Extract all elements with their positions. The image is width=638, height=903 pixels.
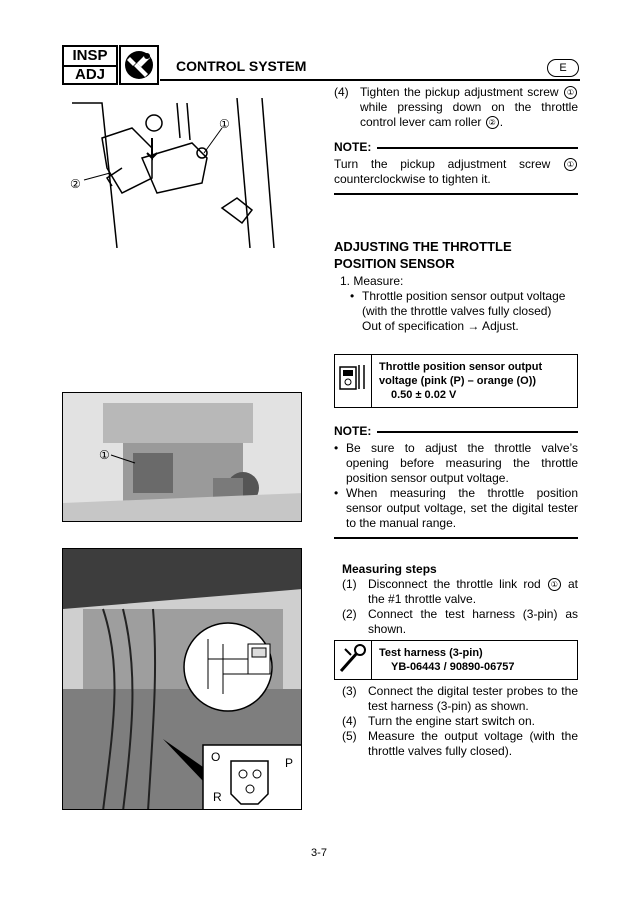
tps-out-of-spec: Out of specification → Adjust.	[362, 319, 519, 333]
measuring-step-1-text-a: Disconnect the throttle link rod	[368, 577, 541, 591]
measuring-step-3-number: (3)	[342, 684, 357, 698]
step-4-text-a: Tighten the pickup adjustment screw	[360, 85, 559, 99]
section-title: CONTROL SYSTEM	[176, 58, 307, 74]
section-code-top: INSP	[72, 47, 108, 64]
measuring-step-4: (4) Turn the engine start switch on.	[342, 714, 578, 729]
throttle-body-photo: ①	[63, 393, 301, 521]
note-2-end-rule	[334, 537, 578, 539]
step-4-block: (4) Tighten the pickup adjustment screw …	[334, 85, 578, 130]
tps-bullet-text: Throttle position sensor output voltage	[362, 289, 566, 303]
measuring-step-3: (3) Connect the digital tester probes to…	[342, 684, 578, 714]
spec-value: 0.50 ± 0.02 V	[391, 389, 457, 401]
note-2-bullet-2-text: When measuring the throttle position sen…	[346, 486, 578, 530]
section-code-divider	[64, 65, 116, 67]
tps-bullet-mark: •	[350, 289, 355, 303]
note-2-label: NOTE:	[334, 424, 372, 438]
figure1-callout-1: ①	[219, 117, 230, 131]
multimeter-icon	[335, 355, 372, 407]
spec-line-2: voltage (pink (P) – orange (O))	[379, 375, 537, 387]
measuring-step-4-number: (4)	[342, 714, 357, 728]
measuring-step-1-callout: ①	[547, 578, 561, 591]
measuring-step-1-number: (1)	[342, 577, 357, 591]
step-4: (4) Tighten the pickup adjustment screw …	[334, 85, 578, 130]
note-2-bullet-2: •When measuring the throttle position se…	[334, 486, 578, 530]
figure3-label-o: O	[211, 750, 220, 764]
test-harness-photo: O P R	[63, 549, 301, 809]
figure3-label-r: R	[213, 790, 222, 804]
note-1-body: Turn the pickup adjustment screw ① count…	[334, 157, 578, 187]
measuring-step-2-text: Connect the test harness (3-pin) as show…	[368, 607, 578, 636]
measuring-step-5: (5) Measure the output voltage (with the…	[342, 729, 578, 759]
figure-throttle-body-photo: ①	[62, 392, 302, 522]
note-1-callout-1: ①	[564, 158, 577, 171]
note-1-text-a: Turn the pickup adjustment screw	[334, 157, 551, 171]
measuring-step-4-text: Turn the engine start switch on.	[368, 714, 535, 728]
note-1-heading: NOTE:	[334, 140, 578, 155]
measuring-steps-cont: (3) Connect the digital tester probes to…	[334, 684, 578, 759]
note-2: NOTE: •Be sure to adjust the throttle va…	[334, 424, 578, 539]
tps-title-line-2: POSITION SENSOR	[334, 256, 455, 271]
tool-icon	[335, 641, 372, 679]
tool-part-number: YB-06443 / 90890-06757	[391, 661, 515, 673]
spec-line-1: Throttle position sensor output	[379, 361, 543, 373]
figure2-callout-1: ①	[99, 448, 110, 462]
note-2-heading: NOTE:	[334, 424, 578, 439]
measuring-steps: Measuring steps (1) Disconnect the throt…	[334, 562, 578, 637]
figure1-callout-2: ②	[70, 177, 81, 191]
note-2-bullet-1: •Be sure to adjust the throttle valve’s …	[334, 441, 578, 485]
page-number: 3-7	[311, 847, 327, 859]
note-1: NOTE: Turn the pickup adjustment screw ①…	[334, 140, 578, 195]
note-1-text-b: counterclockwise to tighten it.	[334, 172, 491, 186]
tps-condition: (with the throttle valves fully closed)	[362, 304, 552, 318]
section-code-box: INSP ADJ	[62, 45, 118, 85]
measuring-step-5-number: (5)	[342, 729, 357, 743]
tps-measure: 1. Measure:	[340, 274, 404, 288]
note-2-bullet-1-text: Be sure to adjust the throttle valve’s o…	[346, 441, 578, 485]
step-4-number: (4)	[334, 85, 349, 99]
section-code-bottom: ADJ	[74, 66, 105, 83]
spec-box: Throttle position sensor output voltage …	[334, 354, 578, 408]
measuring-step-2-number: (2)	[342, 607, 357, 621]
step-4-callout-1: ①	[564, 86, 577, 99]
measuring-step-2: (2) Connect the test harness (3-pin) as …	[342, 607, 578, 637]
tool-name: Test harness (3-pin)	[379, 647, 483, 659]
header-rule	[160, 79, 580, 81]
note-1-end-rule	[334, 193, 578, 195]
figure3-label-p: P	[285, 756, 293, 770]
pickup-adjustment-illustration: ① ②	[70, 98, 275, 248]
step-4-text-c: .	[499, 115, 504, 129]
tps-section: ADJUSTING THE THROTTLE POSITION SENSOR 1…	[334, 238, 578, 334]
measuring-heading: Measuring steps	[342, 562, 437, 576]
wrench-screwdriver-icon	[119, 45, 159, 85]
measuring-step-1-text-b: at the #1 throttle valve.	[368, 577, 578, 606]
step-4-callout-2: ②	[485, 116, 499, 129]
tool-box: Test harness (3-pin) YB-06443 / 90890-06…	[334, 640, 578, 680]
figure-pickup-adjustment: ① ②	[62, 98, 302, 248]
measuring-step-5-text: Measure the output voltage (with the thr…	[368, 729, 578, 758]
tps-bullet: • Throttle position sensor output voltag…	[350, 289, 578, 304]
step-4-text-b: while pressing down on the throttle cont…	[360, 100, 578, 129]
tps-title-line-1: ADJUSTING THE THROTTLE	[334, 239, 512, 254]
measuring-step-3-text: Connect the digital tester probes to the…	[368, 684, 578, 713]
figure-test-harness-photo: O P R	[62, 548, 302, 810]
measuring-step-1: (1) Disconnect the throttle link rod ① a…	[342, 577, 578, 607]
note-1-label: NOTE:	[334, 140, 372, 154]
language-badge: E	[547, 59, 579, 77]
